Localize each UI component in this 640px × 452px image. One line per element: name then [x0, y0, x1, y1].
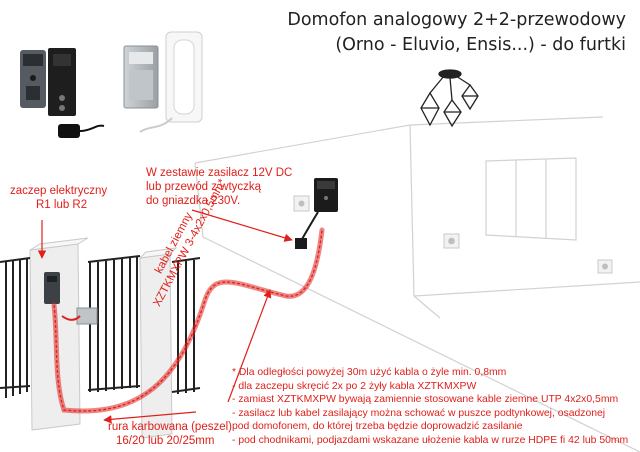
- label-line: rura karbowana (peszel): [108, 421, 233, 433]
- product-photo-icon: [20, 31, 203, 138]
- room-outline: [194, 116, 640, 452]
- note-line: - zamiast XZTKMXPW bywają zamiennie stos…: [232, 394, 619, 406]
- cable-route: [51, 227, 325, 414]
- note-line: - pod chodnikami, podjazdami wskazane uł…: [232, 434, 629, 446]
- label-line: R1 lub R2: [36, 199, 88, 211]
- callout-arrows: [37, 209, 293, 424]
- note-line: - dla zaczepu skręcić 2x po 2 żyły kabla…: [232, 380, 477, 392]
- label-line: zaczep elektryczny: [10, 185, 108, 197]
- installation-notes: * Dla odległości powyżej 30m użyć kabla …: [232, 366, 638, 448]
- ceiling-lamp-icon: [420, 69, 479, 128]
- wall-outlet-icon: [293, 195, 613, 274]
- indoor-monitor-icon: [295, 178, 338, 249]
- page-title-line-1: Domofon analogowy 2+2-przewodowy: [287, 10, 626, 30]
- note-line: pod domofonem, do której trzeba będzie d…: [232, 421, 523, 433]
- label-line: do gniazdka 230V.: [146, 195, 241, 207]
- label-line: W zestawie zasilacz 12V DC: [146, 167, 293, 179]
- gate-fence: [0, 237, 201, 439]
- page-title-line-2: (Orno - Eluvio, Ensis...) - do furtki: [335, 35, 626, 55]
- label-line: lub przewód z wtyczką: [146, 181, 262, 193]
- label-line: 16/20 lub 20/25mm: [116, 435, 215, 447]
- note-line: - zasilacz lub kabel zasilający można sc…: [232, 407, 606, 419]
- note-line: * Dla odległości powyżej 30m użyć kabla …: [232, 367, 507, 378]
